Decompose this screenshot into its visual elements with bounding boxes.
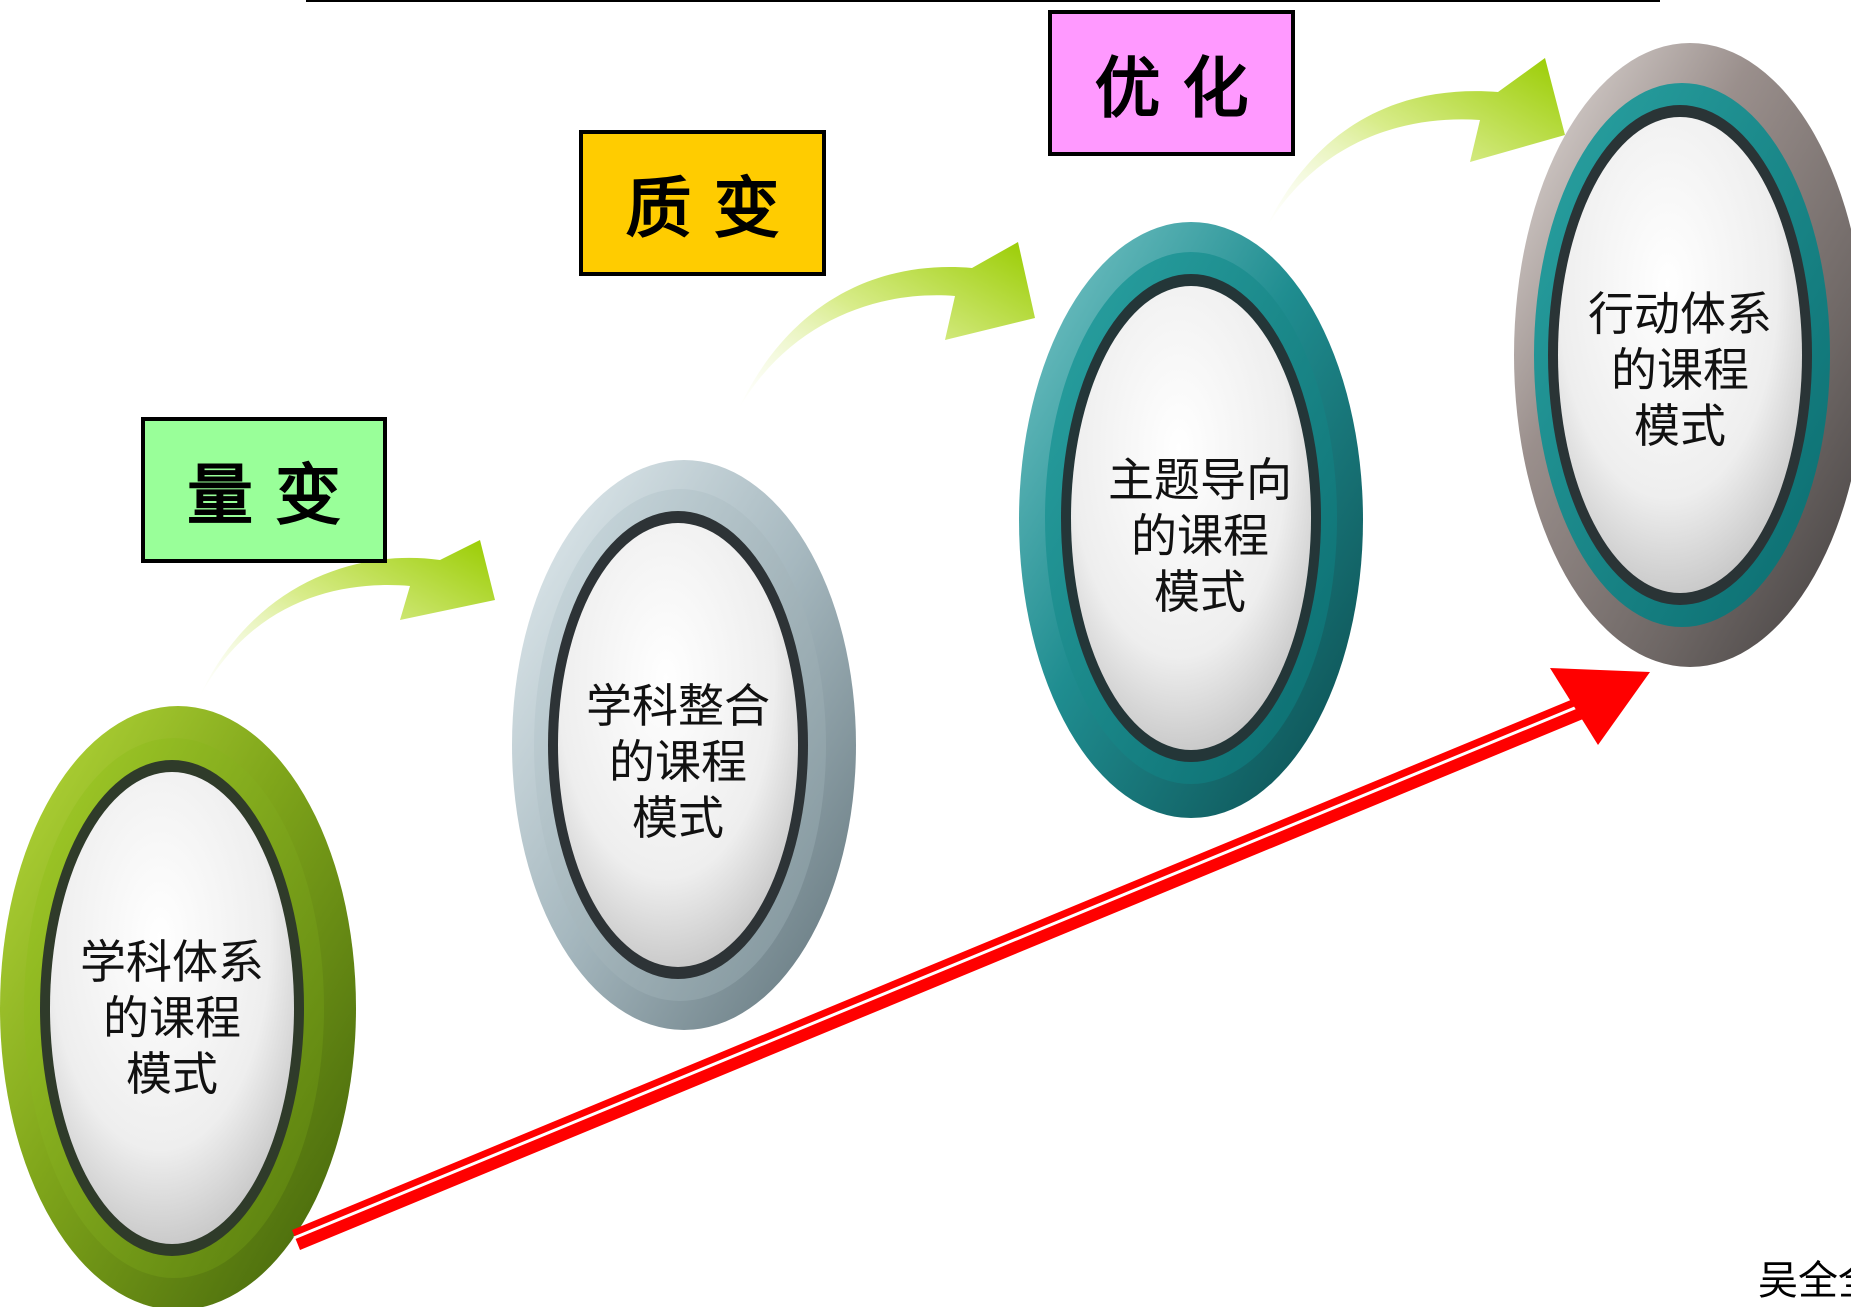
node-text-line: 的课程 — [1131, 509, 1269, 563]
stage-label-text: 质变 — [625, 169, 802, 247]
node-text-line: 模式 — [1634, 399, 1726, 453]
stage-label-text: 量变 — [187, 456, 363, 534]
node-text-line: 模式 — [632, 791, 724, 845]
step-arrow-1 — [198, 540, 495, 700]
trend-arrow-head — [1550, 668, 1650, 745]
node-text-line: 行动体系 — [1588, 287, 1772, 341]
author-name: 吴全全 — [1758, 1258, 1851, 1304]
step-arrow-2 — [738, 242, 1035, 410]
node-1-text: 学科体系 的课程 模式 — [52, 934, 292, 1102]
step-arrow-3 — [1265, 58, 1565, 230]
node-text-line: 模式 — [126, 1047, 218, 1101]
node-4-rings — [1514, 43, 1851, 667]
stage-label-qualitative: 质变 — [579, 130, 826, 276]
node-text-line: 的课程 — [609, 735, 747, 789]
stage-label-optimization: 优化 — [1048, 10, 1295, 156]
node-text-line: 模式 — [1154, 565, 1246, 619]
stage-label-text: 优化 — [1094, 49, 1271, 127]
node-text-line: 的课程 — [103, 991, 241, 1045]
node-1-rings — [0, 706, 356, 1307]
stage-label-quantitative: 量变 — [141, 417, 387, 563]
node-text-line: 主题导向 — [1108, 453, 1292, 507]
node-4-text: 行动体系 的课程 模式 — [1560, 286, 1800, 454]
node-2-text: 学科整合 的课程 模式 — [558, 678, 798, 846]
node-text-line: 的课程 — [1611, 343, 1749, 397]
node-3-text: 主题导向 的课程 模式 — [1080, 452, 1320, 620]
node-3-rings — [1019, 222, 1363, 818]
node-2-rings — [512, 460, 856, 1030]
node-text-line: 学科整合 — [586, 679, 770, 733]
trend-arrow — [292, 668, 1650, 1250]
node-text-line: 学科体系 — [80, 935, 264, 989]
